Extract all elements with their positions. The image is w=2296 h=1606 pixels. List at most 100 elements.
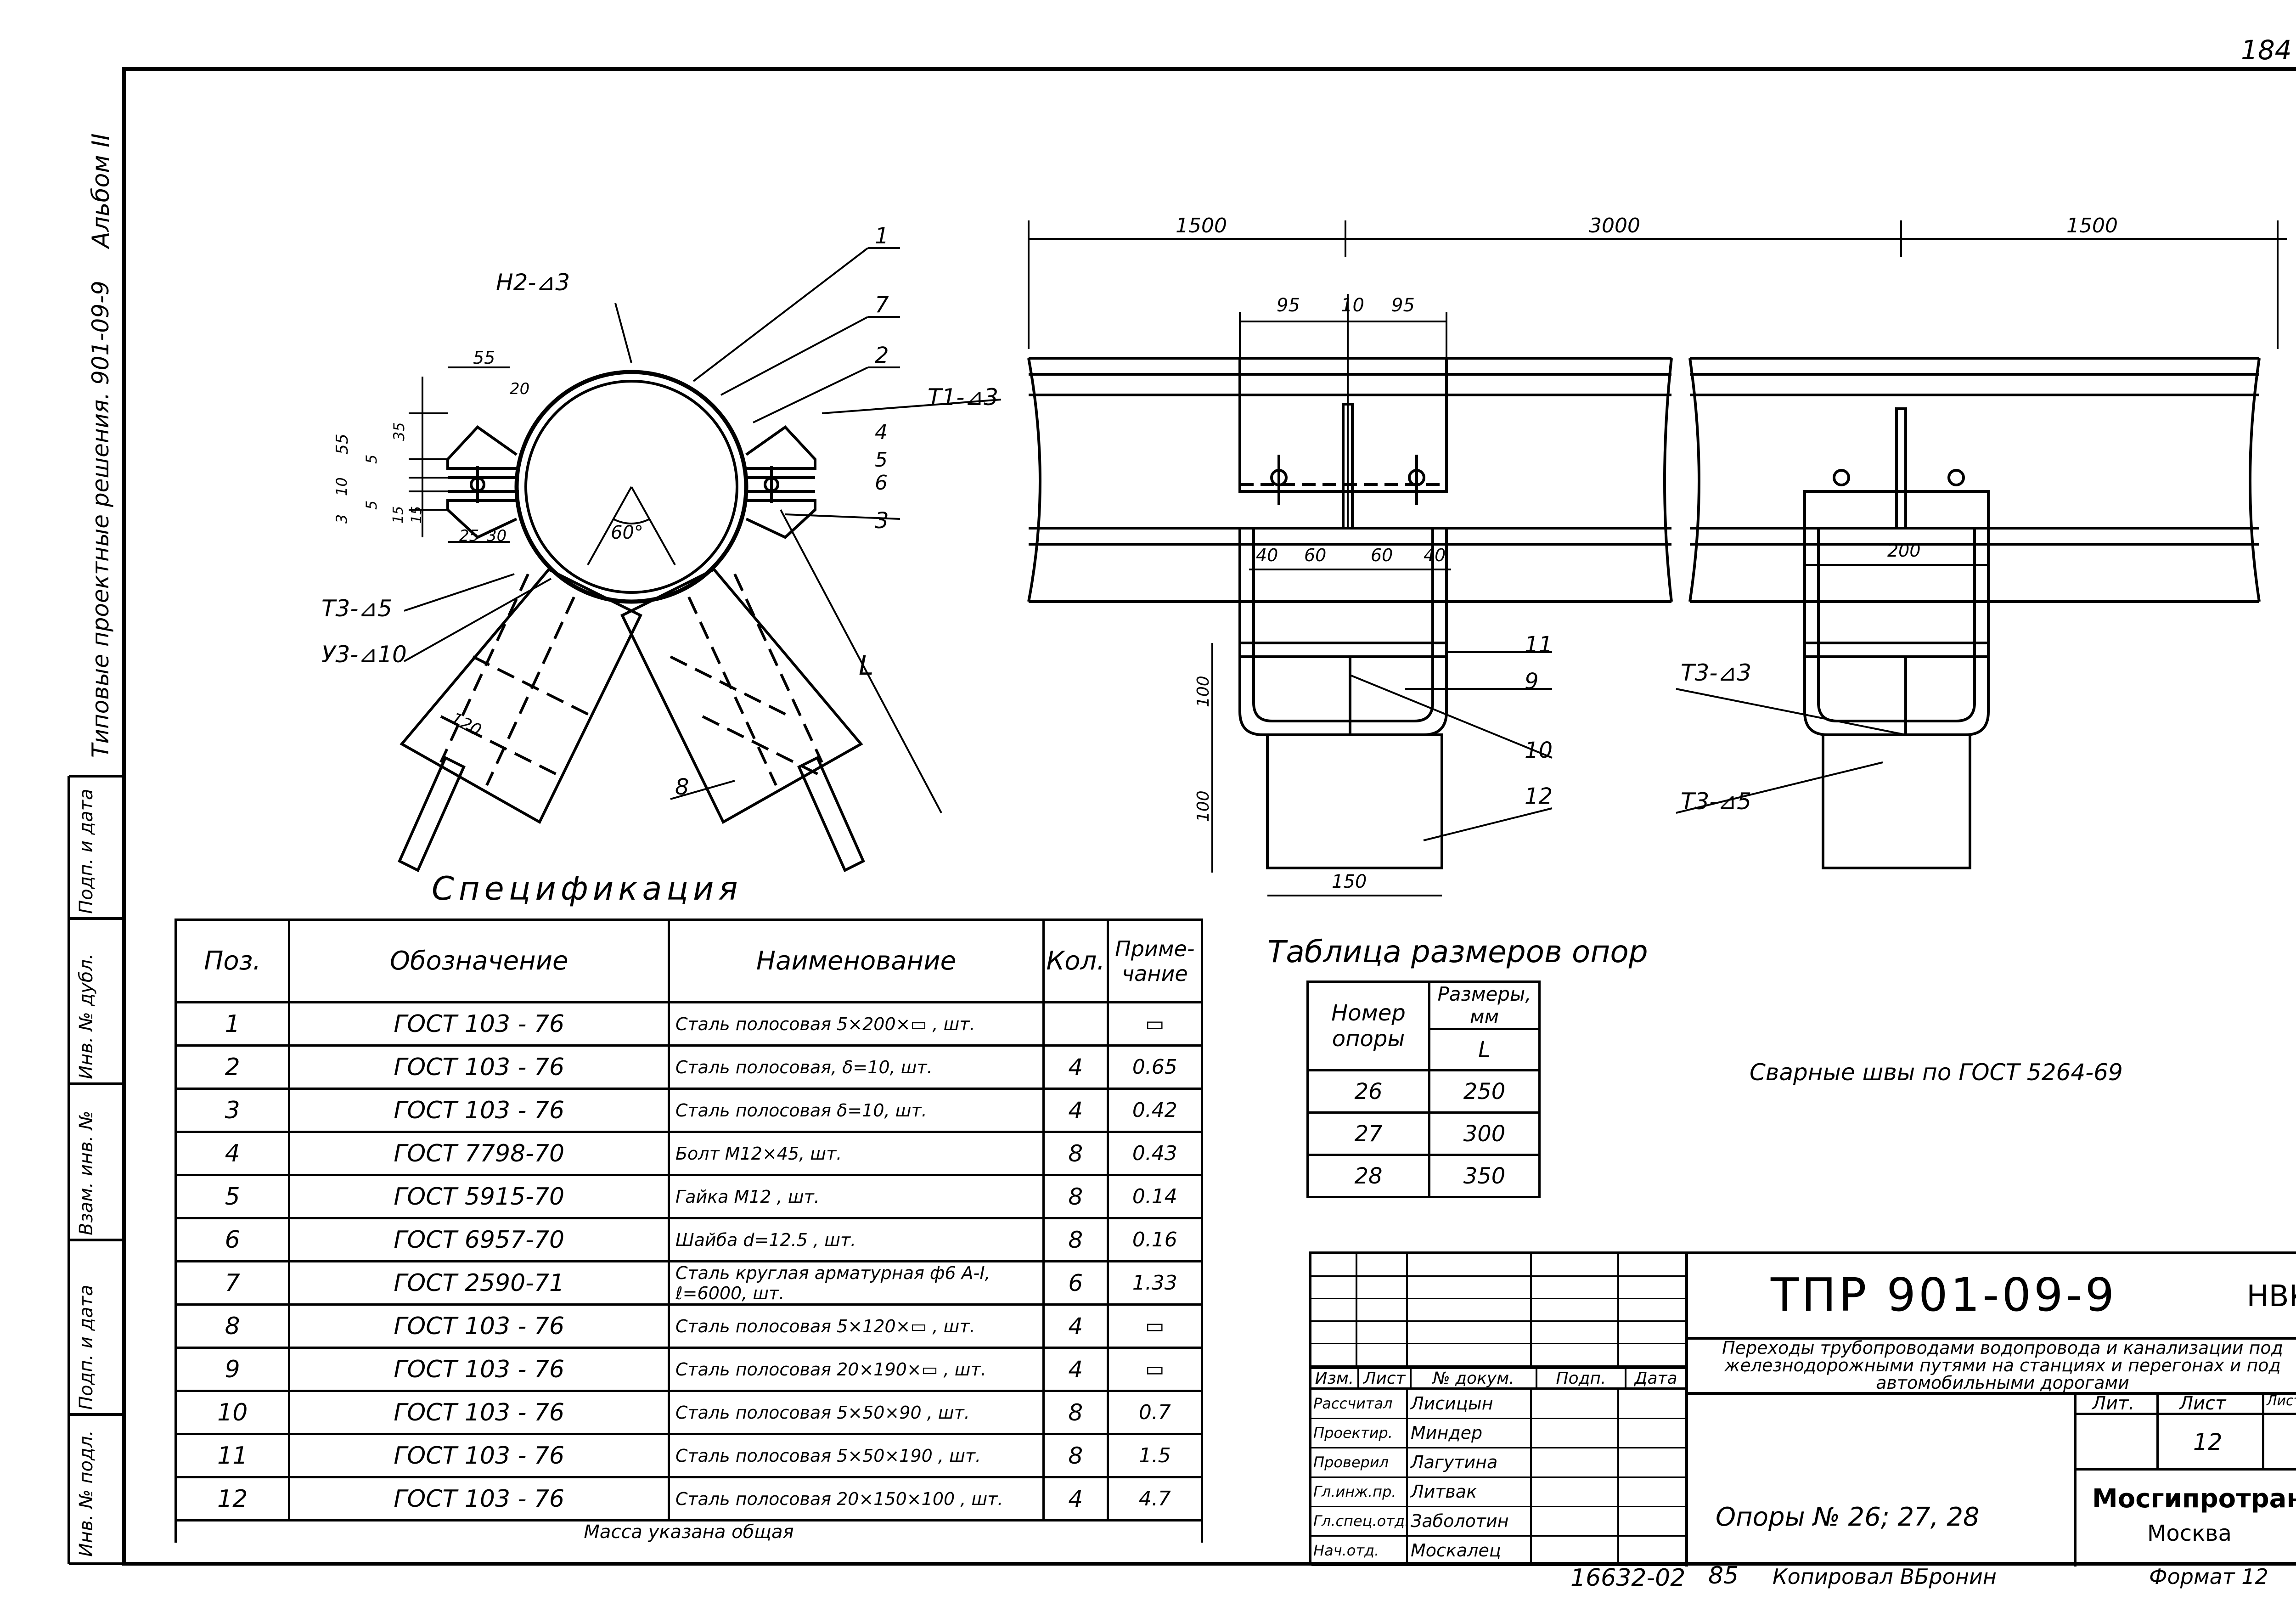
- tb-empty-row: [1311, 1254, 1685, 1277]
- tb-col-date: Дата: [1634, 1369, 1677, 1388]
- tb-empty-row: [1311, 1299, 1685, 1322]
- spec-cell-qty: 8: [1042, 1174, 1109, 1219]
- dim-3000: 3000: [1589, 214, 1640, 237]
- dim-10-mid: 10: [1341, 295, 1364, 316]
- spec-cell-pos: 4: [174, 1131, 291, 1176]
- tb-staff-role: Нач.отд.: [1311, 1537, 1408, 1565]
- spec-cell-name: Сталь полосовая, δ=10, шт.: [667, 1044, 1045, 1090]
- sizes-cell-num: 26: [1306, 1069, 1430, 1114]
- callout-3: 3: [875, 508, 889, 534]
- spec-cell-pos: 1: [174, 1001, 291, 1047]
- callout-10: 10: [1525, 738, 1553, 763]
- callout-11: 11: [1525, 632, 1553, 658]
- spec-cell-pos: 8: [174, 1303, 291, 1349]
- dim-200: 200: [1887, 541, 1921, 561]
- spec-cell-name: Гайка М12 , шт.: [667, 1174, 1045, 1219]
- stamp-field-5: Инв. № подл.: [76, 1430, 97, 1557]
- callout-2: 2: [875, 343, 889, 368]
- tb-list-label: Лист: [2179, 1393, 2226, 1414]
- tb-description: Переходы трубопроводами водопровода и ка…: [1722, 1338, 2283, 1393]
- spec-cell-oboz: ГОСТ 103 - 76: [288, 1088, 670, 1133]
- tb-staff-signature: [1532, 1537, 1619, 1565]
- tb-staff-signature: [1532, 1419, 1619, 1447]
- tb-staff-role: Гл.спец.отд.: [1311, 1507, 1408, 1535]
- spec-cell-oboz: ГОСТ 103 - 76: [288, 1476, 670, 1521]
- spec-cell-name: Шайба d=12.5 , шт.: [667, 1217, 1045, 1262]
- dim-100-lower: 100: [1194, 790, 1213, 822]
- sizes-cell-L: 350: [1428, 1154, 1541, 1198]
- spec-cell-oboz: ГОСТ 103 - 76: [288, 1044, 670, 1090]
- spec-cell-oboz: ГОСТ 103 - 76: [288, 1390, 670, 1435]
- spec-header-pos: Поз.: [174, 919, 291, 1003]
- spec-header-name: Наименование: [667, 919, 1045, 1003]
- spec-cell-pos: 6: [174, 1217, 291, 1262]
- tb-col-list: Лист: [1359, 1369, 1412, 1388]
- spec-cell-qty: 4: [1042, 1476, 1109, 1521]
- spec-cell-oboz: ГОСТ 103 - 76: [288, 1001, 670, 1047]
- tb-col-podp: Подп.: [1537, 1369, 1626, 1388]
- dim-L-label: L: [859, 650, 874, 681]
- tb-col-headers: Изм. Лист № докум. Подп. Дата: [1311, 1367, 1685, 1390]
- tb-staff-row: Гл.инж.пр.Литвак: [1311, 1478, 1685, 1507]
- dim-30: 30: [487, 527, 507, 545]
- spec-cell-note: ▭: [1106, 1347, 1204, 1392]
- callout-4: 4: [875, 421, 888, 444]
- stamp-field-4: Подп. и дата: [76, 1285, 97, 1410]
- spec-cell-qty: [1042, 1001, 1109, 1047]
- tb-staff-name: Лагутина: [1408, 1448, 1532, 1476]
- spec-cell-name: Болт М12×45, шт.: [667, 1131, 1045, 1176]
- callout-8: 8: [675, 774, 689, 800]
- spec-cell-oboz: ГОСТ 2590-71: [288, 1260, 670, 1306]
- dim-35: 35: [390, 422, 408, 441]
- spec-cell-name: Сталь полосовая 5×120×▭ , шт.: [667, 1303, 1045, 1349]
- tb-col-doc: № докум.: [1412, 1369, 1537, 1388]
- sizes-cell-L: 250: [1428, 1069, 1541, 1114]
- tb-empty-row: [1311, 1322, 1685, 1344]
- beam-elevation-view: [1027, 220, 2287, 896]
- spec-cell-note: 0.43: [1106, 1131, 1204, 1176]
- dim-55-side: 55: [333, 434, 352, 455]
- tb-staff-role: Проектир.: [1311, 1419, 1408, 1447]
- tb-staff-row: Гл.спец.отд.Заболотин: [1311, 1507, 1685, 1537]
- dim-55-top: 55: [473, 348, 495, 368]
- dim-15a: 15: [390, 506, 406, 524]
- tb-staff-signature: [1532, 1507, 1619, 1535]
- tb-org: Мосгипротранс: [2092, 1484, 2296, 1514]
- spec-cell-name: Сталь полосовая 20×190×▭ , шт.: [667, 1347, 1045, 1392]
- weld-label-t3-3-right: Т3-⊿3: [1681, 659, 1752, 686]
- spec-cell-oboz: ГОСТ 6957-70: [288, 1217, 670, 1262]
- callout-9: 9: [1525, 669, 1539, 694]
- weld-label-t3-5: Т3-⊿5: [321, 595, 393, 622]
- spec-cell-note: ▭: [1106, 1303, 1204, 1349]
- dim-1500-right: 1500: [2066, 214, 2118, 237]
- tb-listov-label: Листов: [2267, 1393, 2296, 1409]
- sizes-col2-sub: L: [1428, 1028, 1541, 1071]
- tb-sheet-name: Опоры № 26; 27, 28: [1716, 1502, 1980, 1532]
- tb-staff-name: Москалец: [1408, 1537, 1532, 1565]
- spec-cell-pos: 11: [174, 1433, 291, 1478]
- dim-100-upper: 100: [1194, 676, 1213, 707]
- spec-cell-note: 4.7: [1106, 1476, 1204, 1521]
- spec-cell-oboz: ГОСТ 103 - 76: [288, 1303, 670, 1349]
- tb-staff-signature: [1532, 1390, 1619, 1418]
- tb-col-izm: Изм.: [1311, 1369, 1359, 1388]
- spec-cell-pos: 12: [174, 1476, 291, 1521]
- spec-cell-qty: 4: [1042, 1088, 1109, 1133]
- tb-staff-signature: [1532, 1448, 1619, 1476]
- spec-cell-pos: 5: [174, 1174, 291, 1219]
- tb-staff-name: Миндер: [1408, 1419, 1532, 1447]
- tb-staff-signature: [1532, 1478, 1619, 1506]
- spec-cell-oboz: ГОСТ 103 - 76: [288, 1433, 670, 1478]
- angle-label: 60°: [611, 522, 643, 543]
